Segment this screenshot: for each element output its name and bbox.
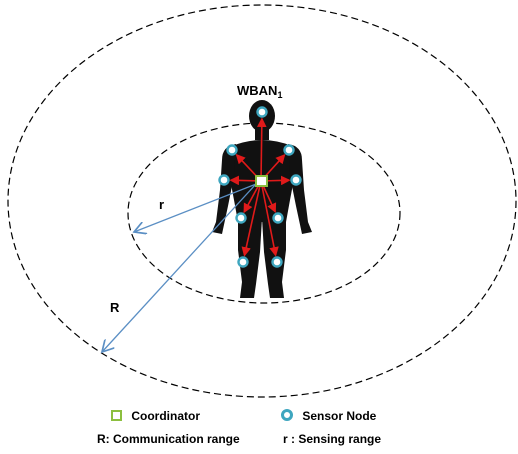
sensing-range-ellipse xyxy=(127,122,401,304)
legend-sensor-node: Sensor Node xyxy=(281,409,376,423)
communication-radius-label: R xyxy=(110,300,120,315)
legend-coordinator: Coordinator xyxy=(111,409,200,423)
legend-coordinator-label: Coordinator xyxy=(131,409,201,423)
legend-sensor-node-label: Sensor Node xyxy=(302,409,377,423)
wban-title: WBAN1 xyxy=(237,83,282,100)
sensor-node-5 xyxy=(290,174,302,186)
coordinator-node xyxy=(255,175,268,187)
sensor-node-4 xyxy=(218,174,230,186)
sensor-node-2 xyxy=(226,144,238,156)
sensor-node-3 xyxy=(283,144,295,156)
legend-communication-label: R: Communication range xyxy=(97,432,240,446)
sensor-node-6 xyxy=(235,212,247,224)
sensor-node-9 xyxy=(271,256,283,268)
legend-sensing-range: r : Sensing range xyxy=(283,432,381,446)
sensor-nodes xyxy=(218,106,302,268)
communication-range-arrow xyxy=(102,183,257,352)
legend-communication-range: R: Communication range xyxy=(97,432,240,446)
coordinator-square-icon xyxy=(111,410,122,421)
sensor-link-9 xyxy=(260,180,279,257)
sensor-circle-icon xyxy=(281,409,293,421)
sensor-link-8 xyxy=(241,180,262,257)
sensor-link-1 xyxy=(256,117,267,182)
sensor-node-7 xyxy=(272,212,284,224)
sensor-node-8 xyxy=(237,256,249,268)
sensing-range-arrow xyxy=(134,183,257,232)
sensor-node-1 xyxy=(256,106,268,118)
legend-sensing-label: r : Sensing range xyxy=(283,432,382,446)
sensing-radius-label: r xyxy=(159,197,164,212)
communication-range-ellipse xyxy=(7,4,517,398)
